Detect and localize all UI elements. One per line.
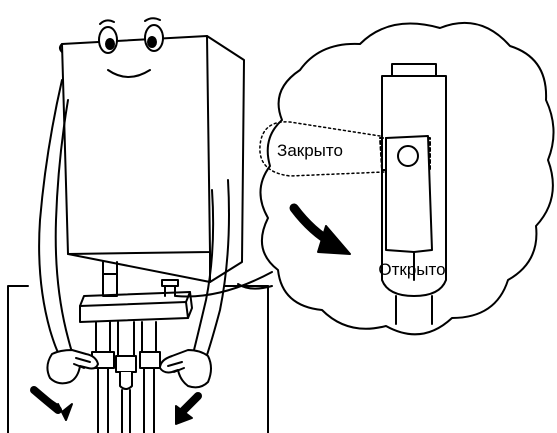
- valve-knob: [398, 146, 418, 166]
- right-hand: [160, 350, 211, 387]
- boiler-body: [60, 36, 244, 282]
- right-pupil: [147, 36, 157, 48]
- closed-label: Закрыто: [277, 141, 343, 160]
- bottom-arrows: [34, 390, 198, 424]
- magnifier-cloud: [176, 23, 554, 334]
- manifold: [80, 262, 192, 322]
- right-down-arrow: [182, 396, 198, 412]
- open-label: Открыто: [378, 260, 445, 279]
- down-pipes: [92, 322, 160, 433]
- left-pupil: [105, 38, 115, 50]
- left-hand: [47, 350, 98, 383]
- zoomed-valve: [380, 64, 446, 324]
